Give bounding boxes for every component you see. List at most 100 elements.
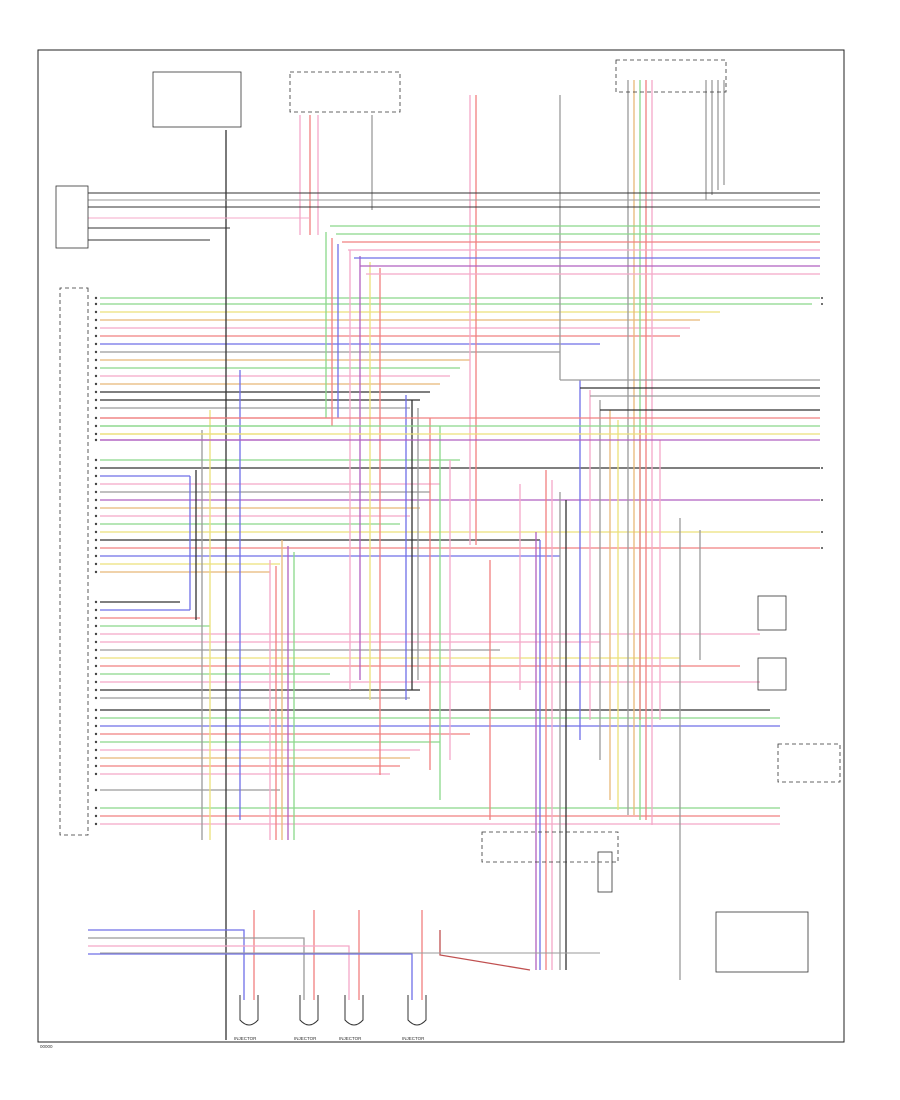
- ecm-pin-dot: [94, 680, 98, 684]
- injector-label: INJECTOR: [294, 1036, 317, 1041]
- ecm-pin-dot: [94, 466, 98, 470]
- ecm-pin-dot: [94, 514, 98, 518]
- injector-label: INJECTOR: [234, 1036, 257, 1041]
- ecm-pin-dot: [94, 530, 98, 534]
- ignition-switch-box: [55, 185, 89, 249]
- right-pin-dot: [821, 547, 823, 549]
- ecm-pin-dot: [94, 764, 98, 768]
- ecm-pin-dot: [94, 688, 98, 692]
- ecm-pin-dot: [94, 424, 98, 428]
- ecm-pin-dot: [94, 740, 98, 744]
- center-connector-box: [481, 831, 619, 863]
- module-box-right-3: [777, 743, 841, 783]
- ecm-pin-dot: [94, 748, 98, 752]
- ecm-pin-dot: [94, 310, 98, 314]
- ecm-pin-dot: [94, 416, 98, 420]
- ecm-pin-dot: [94, 756, 98, 760]
- ecm-pin-dot: [94, 554, 98, 558]
- ecm-pin-dot: [94, 506, 98, 510]
- injector-2: INJECTOR: [294, 995, 319, 1041]
- ecm-pin-dot: [94, 708, 98, 712]
- ecm-pin-dot: [94, 546, 98, 550]
- diagram-frame: [37, 49, 845, 1043]
- ecm-pin-dot: [94, 716, 98, 720]
- injector-label: INJECTOR: [402, 1036, 425, 1041]
- ecm-pin-dot: [94, 326, 98, 330]
- wire-injector-feed-1: [88, 937, 305, 1000]
- wire-injector-feed-3: [88, 953, 413, 1000]
- ecm-pin-dot: [94, 296, 98, 300]
- footer-code: 00000: [40, 1044, 53, 1049]
- wire-injector-feed-0: [88, 929, 245, 1000]
- ecm-pin-dot: [94, 358, 98, 362]
- ecm-pin-dot: [94, 458, 98, 462]
- fuse-box-left: [152, 71, 242, 128]
- ecm-pin-dot: [94, 814, 98, 818]
- ecm-pin-dot: [94, 498, 98, 502]
- injector-coil-icon: [344, 995, 364, 1026]
- injector-label: INJECTOR: [339, 1036, 362, 1041]
- pin-label-layer: [94, 296, 823, 826]
- injector-coil-icon: [407, 995, 427, 1026]
- ecm-pin-dot: [94, 624, 98, 628]
- ecm-pin-dot: [94, 724, 98, 728]
- ecm-pin-dot: [94, 382, 98, 386]
- ecm-pin-dot: [94, 474, 98, 478]
- ecm-pin-dot: [94, 398, 98, 402]
- injector-3: INJECTOR: [339, 995, 364, 1041]
- ecm-pin-dot: [94, 616, 98, 620]
- ecm-pin-dot: [94, 570, 98, 574]
- right-pin-dot: [821, 297, 823, 299]
- right-pin-dot: [821, 467, 823, 469]
- sensor-box-right-2: [757, 657, 787, 691]
- ecm-pin-dot: [94, 648, 98, 652]
- ecm-pin-dot: [94, 632, 98, 636]
- fuse-box-center: [289, 71, 401, 113]
- ecm-pin-dot: [94, 334, 98, 338]
- ecm-pin-dot: [94, 822, 98, 826]
- ecm-pin-dot: [94, 806, 98, 810]
- ecm-pin-dot: [94, 482, 98, 486]
- right-pin-dot: [821, 303, 823, 305]
- ecm-pin-dot: [94, 350, 98, 354]
- ecm-pin-dot: [94, 390, 98, 394]
- ecm-pin-dot: [94, 664, 98, 668]
- injector-group: INJECTOR INJECTOR INJECTOR INJECTOR: [234, 995, 427, 1041]
- module-box-right-4: [715, 911, 809, 973]
- ecm-pin-dot: [94, 522, 98, 526]
- injector-4: INJECTOR: [402, 995, 427, 1041]
- wire-layer: [88, 80, 820, 1040]
- ecm-pin-dot: [94, 438, 98, 442]
- right-pin-dot: [821, 499, 823, 501]
- injector-1: INJECTOR: [234, 995, 259, 1041]
- relay-box-top-right: [615, 59, 727, 93]
- ecm-pin-dot: [94, 788, 98, 792]
- ecm-pin-dot: [94, 600, 98, 604]
- injector-coil-icon: [239, 995, 259, 1026]
- sensor-box-right-1: [757, 595, 787, 631]
- ecm-pin-dot: [94, 732, 98, 736]
- ecm-pin-dot: [94, 696, 98, 700]
- ecm-outline: [59, 287, 89, 836]
- wire-injector-feed-2: [88, 945, 350, 1000]
- ecm-pin-dot: [94, 366, 98, 370]
- ecm-pin-dot: [94, 374, 98, 378]
- right-pin-dot: [821, 531, 823, 533]
- ecm-pin-dot: [94, 406, 98, 410]
- wire-ecm-ground-1: [439, 930, 531, 971]
- ecm-pin-dot: [94, 672, 98, 676]
- ecm-pin-dot: [94, 562, 98, 566]
- ecm-pin-dot: [94, 318, 98, 322]
- ecm-pin-dot: [94, 342, 98, 346]
- ecm-pin-dot: [94, 538, 98, 542]
- ecm-pin-dot: [94, 302, 98, 306]
- ecm-pin-dot: [94, 432, 98, 436]
- ecm-pin-dot: [94, 490, 98, 494]
- injector-coil-icon: [299, 995, 319, 1026]
- ecm-pin-dot: [94, 608, 98, 612]
- relay-small: [597, 851, 613, 893]
- ecm-pin-dot: [94, 640, 98, 644]
- ecm-pin-dot: [94, 772, 98, 776]
- ecm-pin-dot: [94, 656, 98, 660]
